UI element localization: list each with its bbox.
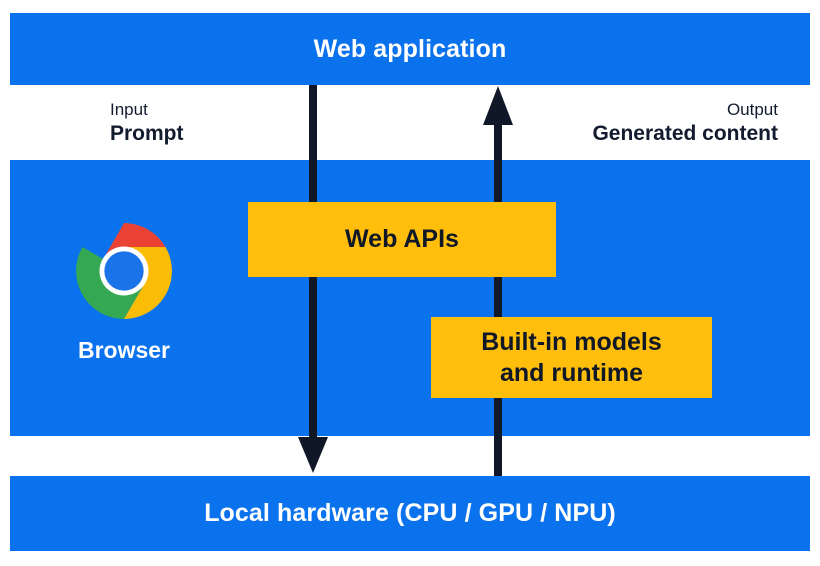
band-local-hardware: Local hardware (CPU / GPU / NPU) xyxy=(10,476,810,551)
input-caption-value: Prompt xyxy=(110,122,184,146)
band-web-application-label: Web application xyxy=(313,34,507,63)
output-caption: Output Generated content xyxy=(592,100,778,147)
output-caption-label: Output xyxy=(726,100,778,119)
band-local-hardware-label: Local hardware (CPU / GPU / NPU) xyxy=(204,499,616,527)
input-caption-label: Input xyxy=(110,100,148,119)
input-caption: Input Prompt xyxy=(110,100,184,147)
output-arrow-icon xyxy=(483,86,513,477)
band-browser-label: Browser xyxy=(77,337,171,363)
band-web-application: Web application xyxy=(10,13,810,85)
box-built-in-models[interactable]: Built-in models and runtime xyxy=(431,317,712,398)
box-web-apis[interactable]: Web APIs xyxy=(248,202,556,277)
box-built-in-models-label: Built-in models and runtime xyxy=(481,328,662,387)
box-web-apis-label: Web APIs xyxy=(345,225,459,253)
output-caption-value: Generated content xyxy=(592,122,778,146)
chrome-logo-icon xyxy=(76,223,172,319)
input-arrow-icon xyxy=(298,85,328,473)
